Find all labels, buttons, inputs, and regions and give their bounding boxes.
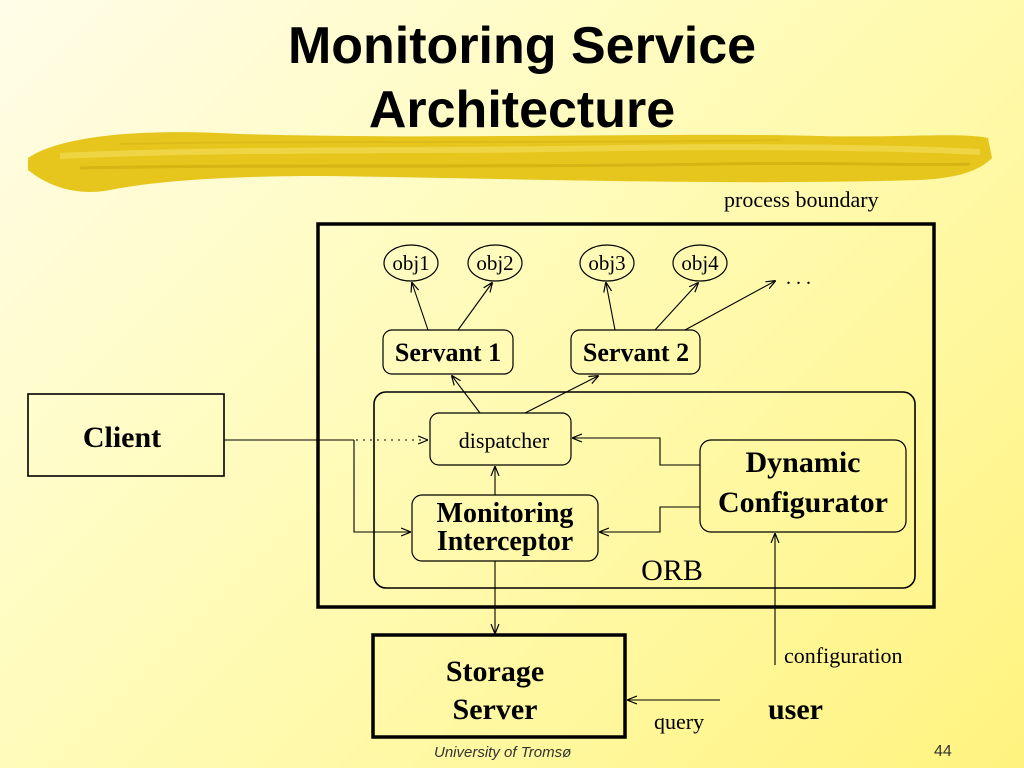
arrow-dispatcher-servant1 bbox=[452, 376, 481, 414]
brush-stroke-decoration bbox=[28, 132, 992, 192]
title-line-2: Architecture bbox=[368, 81, 676, 139]
dispatcher-box: dispatcher bbox=[429, 412, 572, 466]
page-number: 44 bbox=[934, 743, 952, 760]
arrow-servant2-obj4 bbox=[654, 283, 698, 331]
arrow-configurator-interceptor bbox=[600, 506, 700, 532]
object-obj2: obj2 bbox=[467, 244, 523, 282]
object-obj3: obj3 bbox=[579, 244, 635, 282]
obj3-label: obj3 bbox=[588, 251, 625, 275]
monitoring-interceptor-line2: Interceptor bbox=[437, 526, 573, 557]
arrow-servant2-more bbox=[684, 281, 775, 331]
arrow-servant1-obj2 bbox=[457, 283, 492, 331]
servant-2-box: Servant 2 bbox=[570, 329, 701, 375]
obj2-label: obj2 bbox=[476, 251, 513, 275]
process-boundary-label: process boundary bbox=[724, 187, 879, 212]
client-box: Client bbox=[27, 393, 225, 477]
servant-1-label: Servant 1 bbox=[395, 338, 501, 367]
more-objects-ellipsis: . . . bbox=[786, 267, 811, 289]
monitoring-interceptor-line1: Monitoring bbox=[437, 498, 574, 529]
arrow-servant2-obj3 bbox=[606, 283, 616, 331]
dynamic-configurator-box: Dynamic Configurator bbox=[699, 439, 907, 533]
arrow-dispatcher-servant2 bbox=[524, 376, 598, 414]
obj4-label: obj4 bbox=[681, 251, 719, 275]
client-label: Client bbox=[83, 421, 161, 454]
configuration-label: configuration bbox=[784, 643, 903, 668]
servant-2-label: Servant 2 bbox=[583, 338, 689, 367]
arrow-configurator-dispatcher bbox=[573, 438, 700, 466]
process-boundary-box bbox=[316, 222, 936, 609]
arrow-servant1-obj1 bbox=[412, 283, 429, 331]
storage-server-line1: Storage bbox=[446, 655, 544, 688]
servant-1-box: Servant 1 bbox=[382, 329, 514, 375]
object-obj1: obj1 bbox=[383, 244, 439, 282]
footer-text: University of Tromsø bbox=[434, 744, 572, 761]
arrow-client-interceptor bbox=[353, 440, 410, 532]
dispatcher-label: dispatcher bbox=[459, 428, 550, 453]
storage-server-line2: Server bbox=[453, 693, 538, 726]
obj1-label: obj1 bbox=[392, 251, 429, 275]
dynamic-configurator-line2: Configurator bbox=[718, 486, 888, 519]
monitoring-interceptor-box: Monitoring Interceptor bbox=[411, 494, 599, 562]
title-line-1: Monitoring Service bbox=[287, 17, 757, 75]
dynamic-configurator-line1: Dynamic bbox=[746, 446, 861, 479]
query-label: query bbox=[654, 709, 704, 734]
object-obj4: obj4 bbox=[672, 244, 728, 282]
user-label: user bbox=[768, 693, 823, 726]
slide-title: Monitoring Service Architecture bbox=[0, 14, 1024, 142]
storage-server-box: Storage Server bbox=[371, 633, 627, 739]
orb-box bbox=[373, 391, 916, 589]
orb-label: ORB bbox=[641, 554, 703, 587]
